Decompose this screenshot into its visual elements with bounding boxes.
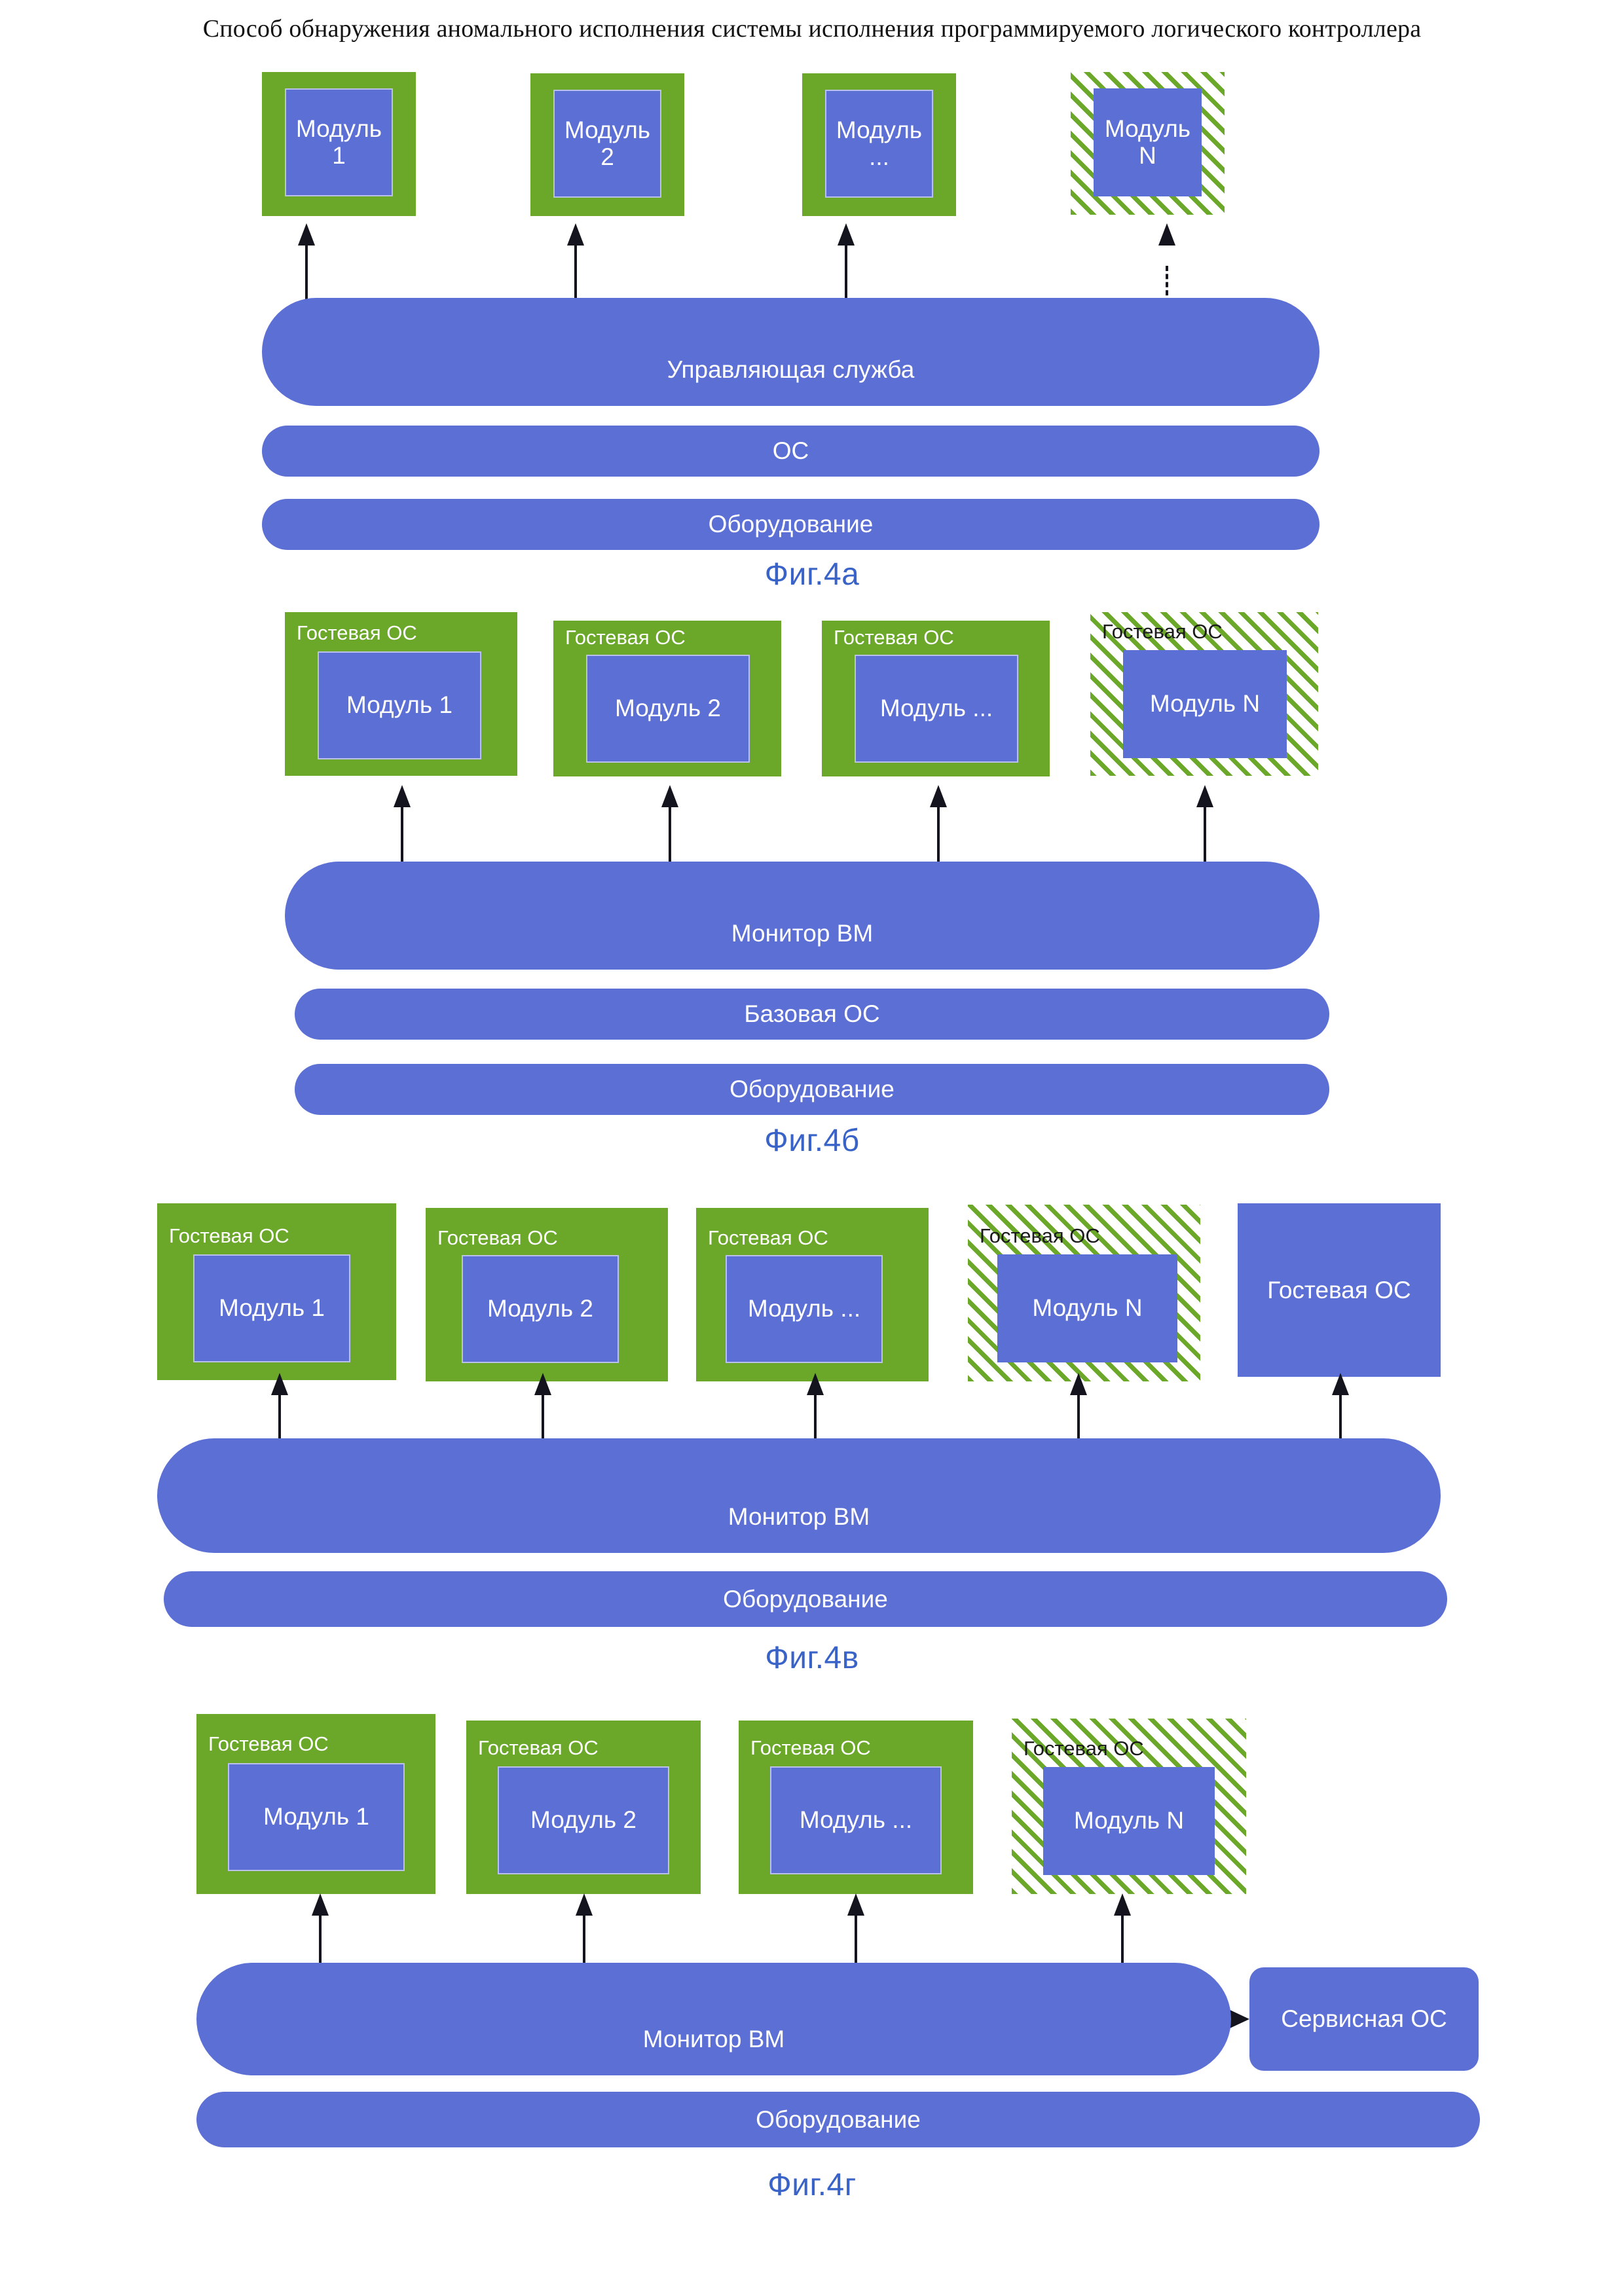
module-box-3: Модуль ...: [825, 90, 933, 198]
figure-caption-4g: Фиг.4г: [767, 2168, 857, 2202]
module-box-3: Модуль ...: [770, 1766, 942, 1874]
module-container-n: Модуль N: [1071, 72, 1225, 215]
layer-bar-base-os: Базовая ОС: [295, 989, 1329, 1040]
guest-os-label-1: Гостевая ОС: [169, 1224, 289, 1247]
guest-os-container-1: Гостевая ОС Модуль 1: [196, 1714, 435, 1894]
layer-bar-os: ОС: [262, 426, 1320, 477]
arrowhead-guest-os: [1332, 1373, 1349, 1395]
arrowhead-n: [1196, 785, 1213, 807]
module-box-3: Модуль ...: [726, 1255, 883, 1363]
layer-bar-hardware: Оборудование: [295, 1064, 1329, 1115]
module-box-1: Модуль 1: [228, 1763, 405, 1871]
guest-os-label-2: Гостевая ОС: [437, 1226, 558, 1249]
module-box-n: Модуль N: [1043, 1767, 1215, 1875]
guest-os-container-1: Гостевая ОС Модуль 1: [285, 612, 517, 776]
guest-os-label-1: Гостевая ОС: [297, 621, 417, 644]
figure-caption-4a: Фиг.4а: [764, 557, 860, 592]
module-box-1: Модуль 1: [193, 1254, 350, 1362]
guest-os-container-2: Гостевая ОС Модуль 2: [426, 1208, 668, 1381]
guest-os-container-3: Гостевая ОС Модуль ...: [739, 1721, 973, 1894]
arrowhead-2: [567, 223, 584, 246]
module-box-2: Модуль 2: [586, 655, 750, 763]
module-box-3: Модуль ...: [855, 655, 1018, 763]
guest-os-container-2: Гостевая ОС Модуль 2: [466, 1721, 701, 1894]
guest-os-label-2: Гостевая ОС: [478, 1736, 599, 1759]
module-box-1: Модуль 1: [318, 651, 481, 759]
layer-bar-vm-monitor: Монитор ВМ: [157, 1438, 1441, 1553]
arrowhead-n: [1114, 1893, 1131, 1916]
guest-os-label-2: Гостевая ОС: [565, 626, 686, 649]
arrowhead-1: [298, 223, 315, 246]
guest-os-label-3: Гостевая ОС: [750, 1736, 871, 1759]
arrowhead-2: [576, 1893, 593, 1916]
layer-bar-hardware: Оборудование: [196, 2092, 1480, 2147]
module-box-2: Модуль 2: [462, 1255, 619, 1363]
guest-os-container-n: Гостевая ОС Модуль N: [1090, 612, 1318, 776]
arrowhead-n: [1070, 1373, 1087, 1395]
layer-bar-vm-monitor: Монитор ВМ: [285, 862, 1320, 970]
arrowhead-1: [312, 1893, 329, 1916]
guest-os-container-3: Гостевая ОС Модуль ...: [696, 1208, 929, 1381]
arrowhead-2: [661, 785, 678, 807]
guest-os-container-n: Гостевая ОС Модуль N: [1012, 1719, 1246, 1894]
module-box-2: Модуль 2: [498, 1766, 669, 1874]
layer-bar-control-service: Управляющая служба: [262, 298, 1320, 406]
arrowhead-n: [1158, 223, 1175, 246]
guest-os-container-3: Гостевая ОС Модуль ...: [822, 621, 1050, 776]
guest-os-label-1: Гостевая ОС: [208, 1732, 329, 1755]
arrowhead-3: [847, 1893, 864, 1916]
layer-bar-hardware: Оборудование: [262, 499, 1320, 550]
arrowhead-2: [534, 1373, 551, 1395]
module-box-n: Модуль N: [1094, 88, 1202, 196]
module-box-n: Модуль N: [997, 1254, 1177, 1362]
guest-os-label-3: Гостевая ОС: [834, 626, 954, 649]
module-container-3: Модуль ...: [802, 73, 956, 216]
guest-os-label-3: Гостевая ОС: [708, 1226, 828, 1249]
page-title: Способ обнаружения аномального исполнени…: [202, 15, 1422, 43]
arrowhead-3: [838, 223, 855, 246]
module-box-2: Модуль 2: [553, 90, 661, 198]
guest-os-container-n: Гостевая ОС Модуль N: [968, 1205, 1200, 1381]
module-box-1: Модуль 1: [285, 88, 393, 196]
guest-os-label-n: Гостевая ОС: [1024, 1737, 1144, 1760]
figure-caption-4v: Фиг.4в: [765, 1641, 859, 1675]
guest-os-box-standalone: Гостевая ОС: [1238, 1203, 1441, 1377]
module-container-2: Модуль 2: [530, 73, 684, 216]
service-os-box: Сервисная ОС: [1249, 1967, 1479, 2071]
layer-bar-vm-monitor: Монитор ВМ: [196, 1963, 1231, 2075]
module-container-1: Модуль 1: [262, 72, 416, 216]
guest-os-label-n: Гостевая ОС: [980, 1224, 1100, 1247]
figure-caption-4b: Фиг.4б: [764, 1123, 860, 1158]
arrowhead-3: [930, 785, 947, 807]
arrowhead-1: [394, 785, 411, 807]
module-box-n: Модуль N: [1123, 650, 1287, 758]
guest-os-container-1: Гостевая ОС Модуль 1: [157, 1203, 396, 1380]
guest-os-label-standalone: Гостевая ОС: [1267, 1276, 1411, 1303]
guest-os-label-n: Гостевая ОС: [1102, 620, 1223, 643]
arrowhead-1: [271, 1373, 288, 1395]
layer-bar-hardware: Оборудование: [164, 1571, 1447, 1627]
guest-os-container-2: Гостевая ОС Модуль 2: [553, 621, 781, 776]
arrowhead-service-os: [1228, 2009, 1249, 2029]
arrowhead-3: [807, 1373, 824, 1395]
